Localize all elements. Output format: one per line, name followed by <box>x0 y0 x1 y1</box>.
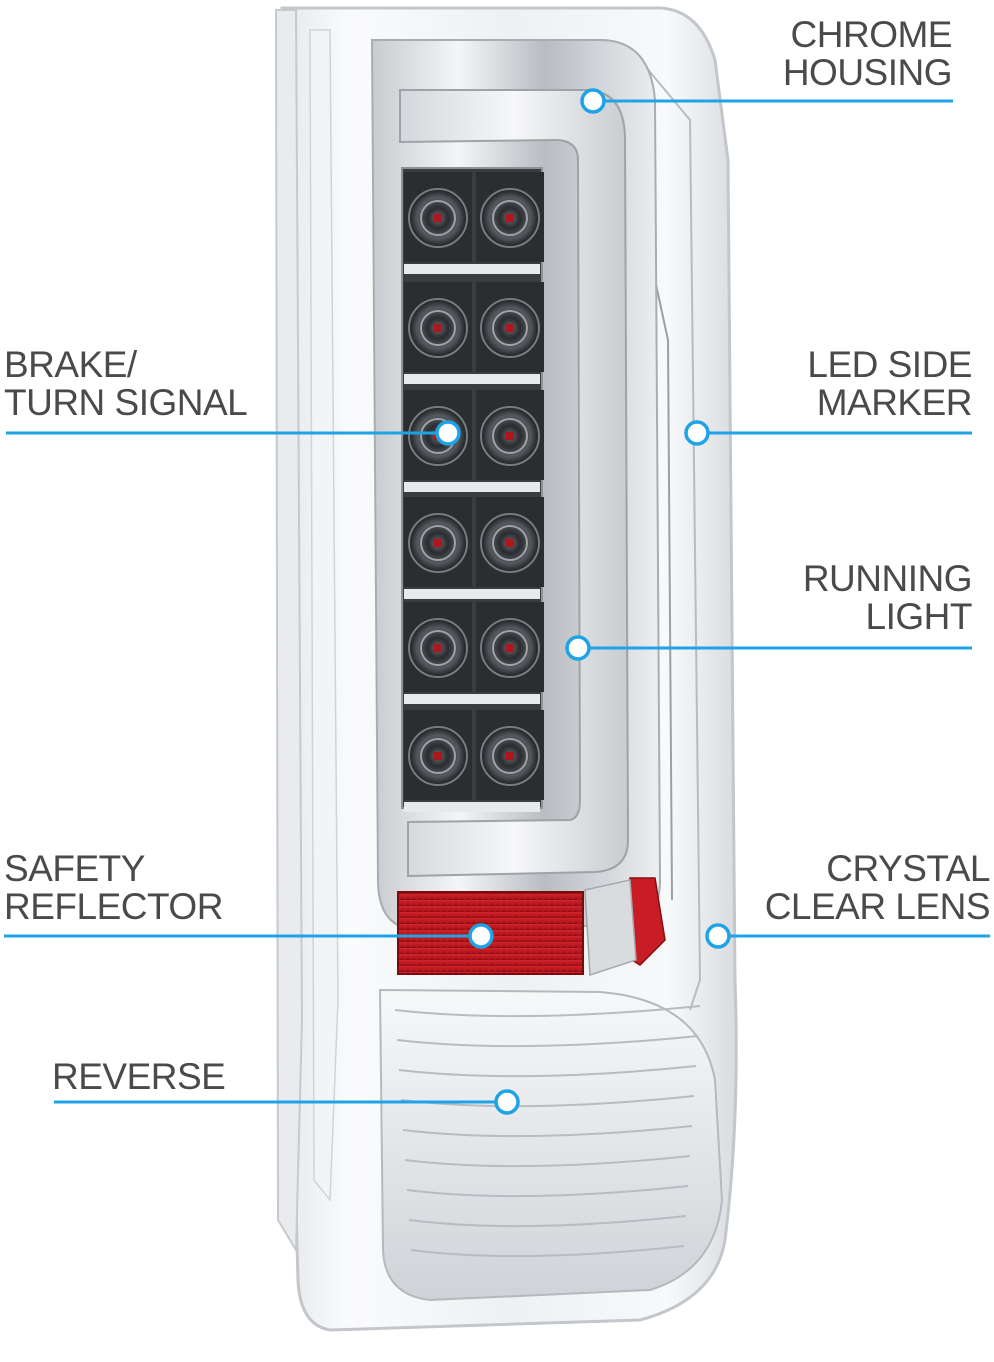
led-divider <box>404 374 540 384</box>
reverse-lens <box>378 988 724 1302</box>
label-crystal-clear-lens: CRYSTAL CLEAR LENS <box>764 848 991 927</box>
led-chip <box>506 432 514 440</box>
led-chip <box>506 539 514 547</box>
lens-ridge <box>394 1005 701 1018</box>
led-ring <box>420 630 456 666</box>
led-divider <box>404 802 540 812</box>
led-divider <box>404 589 540 599</box>
label-brake-turn-signal: BRAKE/ TURN SIGNAL <box>4 344 248 423</box>
callout-dot-chrome-housing <box>580 88 606 114</box>
callout-dot-brake-turn-signal <box>435 420 461 446</box>
led-divider <box>404 264 540 274</box>
label-chrome-housing: CHROME HOUSING <box>782 14 953 93</box>
running-light-bar <box>399 89 630 878</box>
lens-ridge <box>402 1125 693 1138</box>
led-chip <box>434 539 442 547</box>
led-ring <box>492 418 528 454</box>
callout-lines <box>4 88 990 1115</box>
led-chip <box>434 214 442 222</box>
lens-ridge <box>408 1215 687 1228</box>
led-chip <box>434 644 442 652</box>
led-ring <box>420 310 456 346</box>
callout-dot-reverse <box>494 1089 520 1115</box>
lens-ridge <box>404 1155 691 1168</box>
callout-dot-led-side-marker <box>684 420 710 446</box>
lens-ridge <box>406 1185 689 1198</box>
label-reverse: REVERSE <box>52 1056 226 1097</box>
callout-dot-running-light <box>565 635 591 661</box>
led-ring <box>420 738 456 774</box>
led-ring <box>492 630 528 666</box>
label-running-light: RUNNING LIGHT <box>802 558 973 637</box>
led-ring <box>492 525 528 561</box>
led-divider <box>404 482 540 492</box>
led-chip <box>434 324 442 332</box>
led-divider <box>404 694 540 704</box>
callout-dot-crystal-clear-lens <box>705 923 731 949</box>
label-safety-reflector: SAFETY REFLECTOR <box>4 848 223 927</box>
lens-ridge <box>396 1035 699 1048</box>
led-ring <box>420 525 456 561</box>
callout-dot-safety-reflector <box>468 923 494 949</box>
led-ring <box>492 310 528 346</box>
led-chip <box>434 752 442 760</box>
led-ring <box>420 200 456 236</box>
led-chip <box>506 644 514 652</box>
led-chip <box>506 752 514 760</box>
led-ring <box>492 200 528 236</box>
lens-ridge <box>398 1065 697 1078</box>
led-chip <box>506 324 514 332</box>
led-chip <box>506 214 514 222</box>
safety-reflector-shape <box>397 877 666 977</box>
lens-ridge <box>410 1245 685 1258</box>
label-led-side-marker: LED SIDE MARKER <box>807 344 972 423</box>
led-panel <box>401 167 544 812</box>
led-ring <box>492 738 528 774</box>
